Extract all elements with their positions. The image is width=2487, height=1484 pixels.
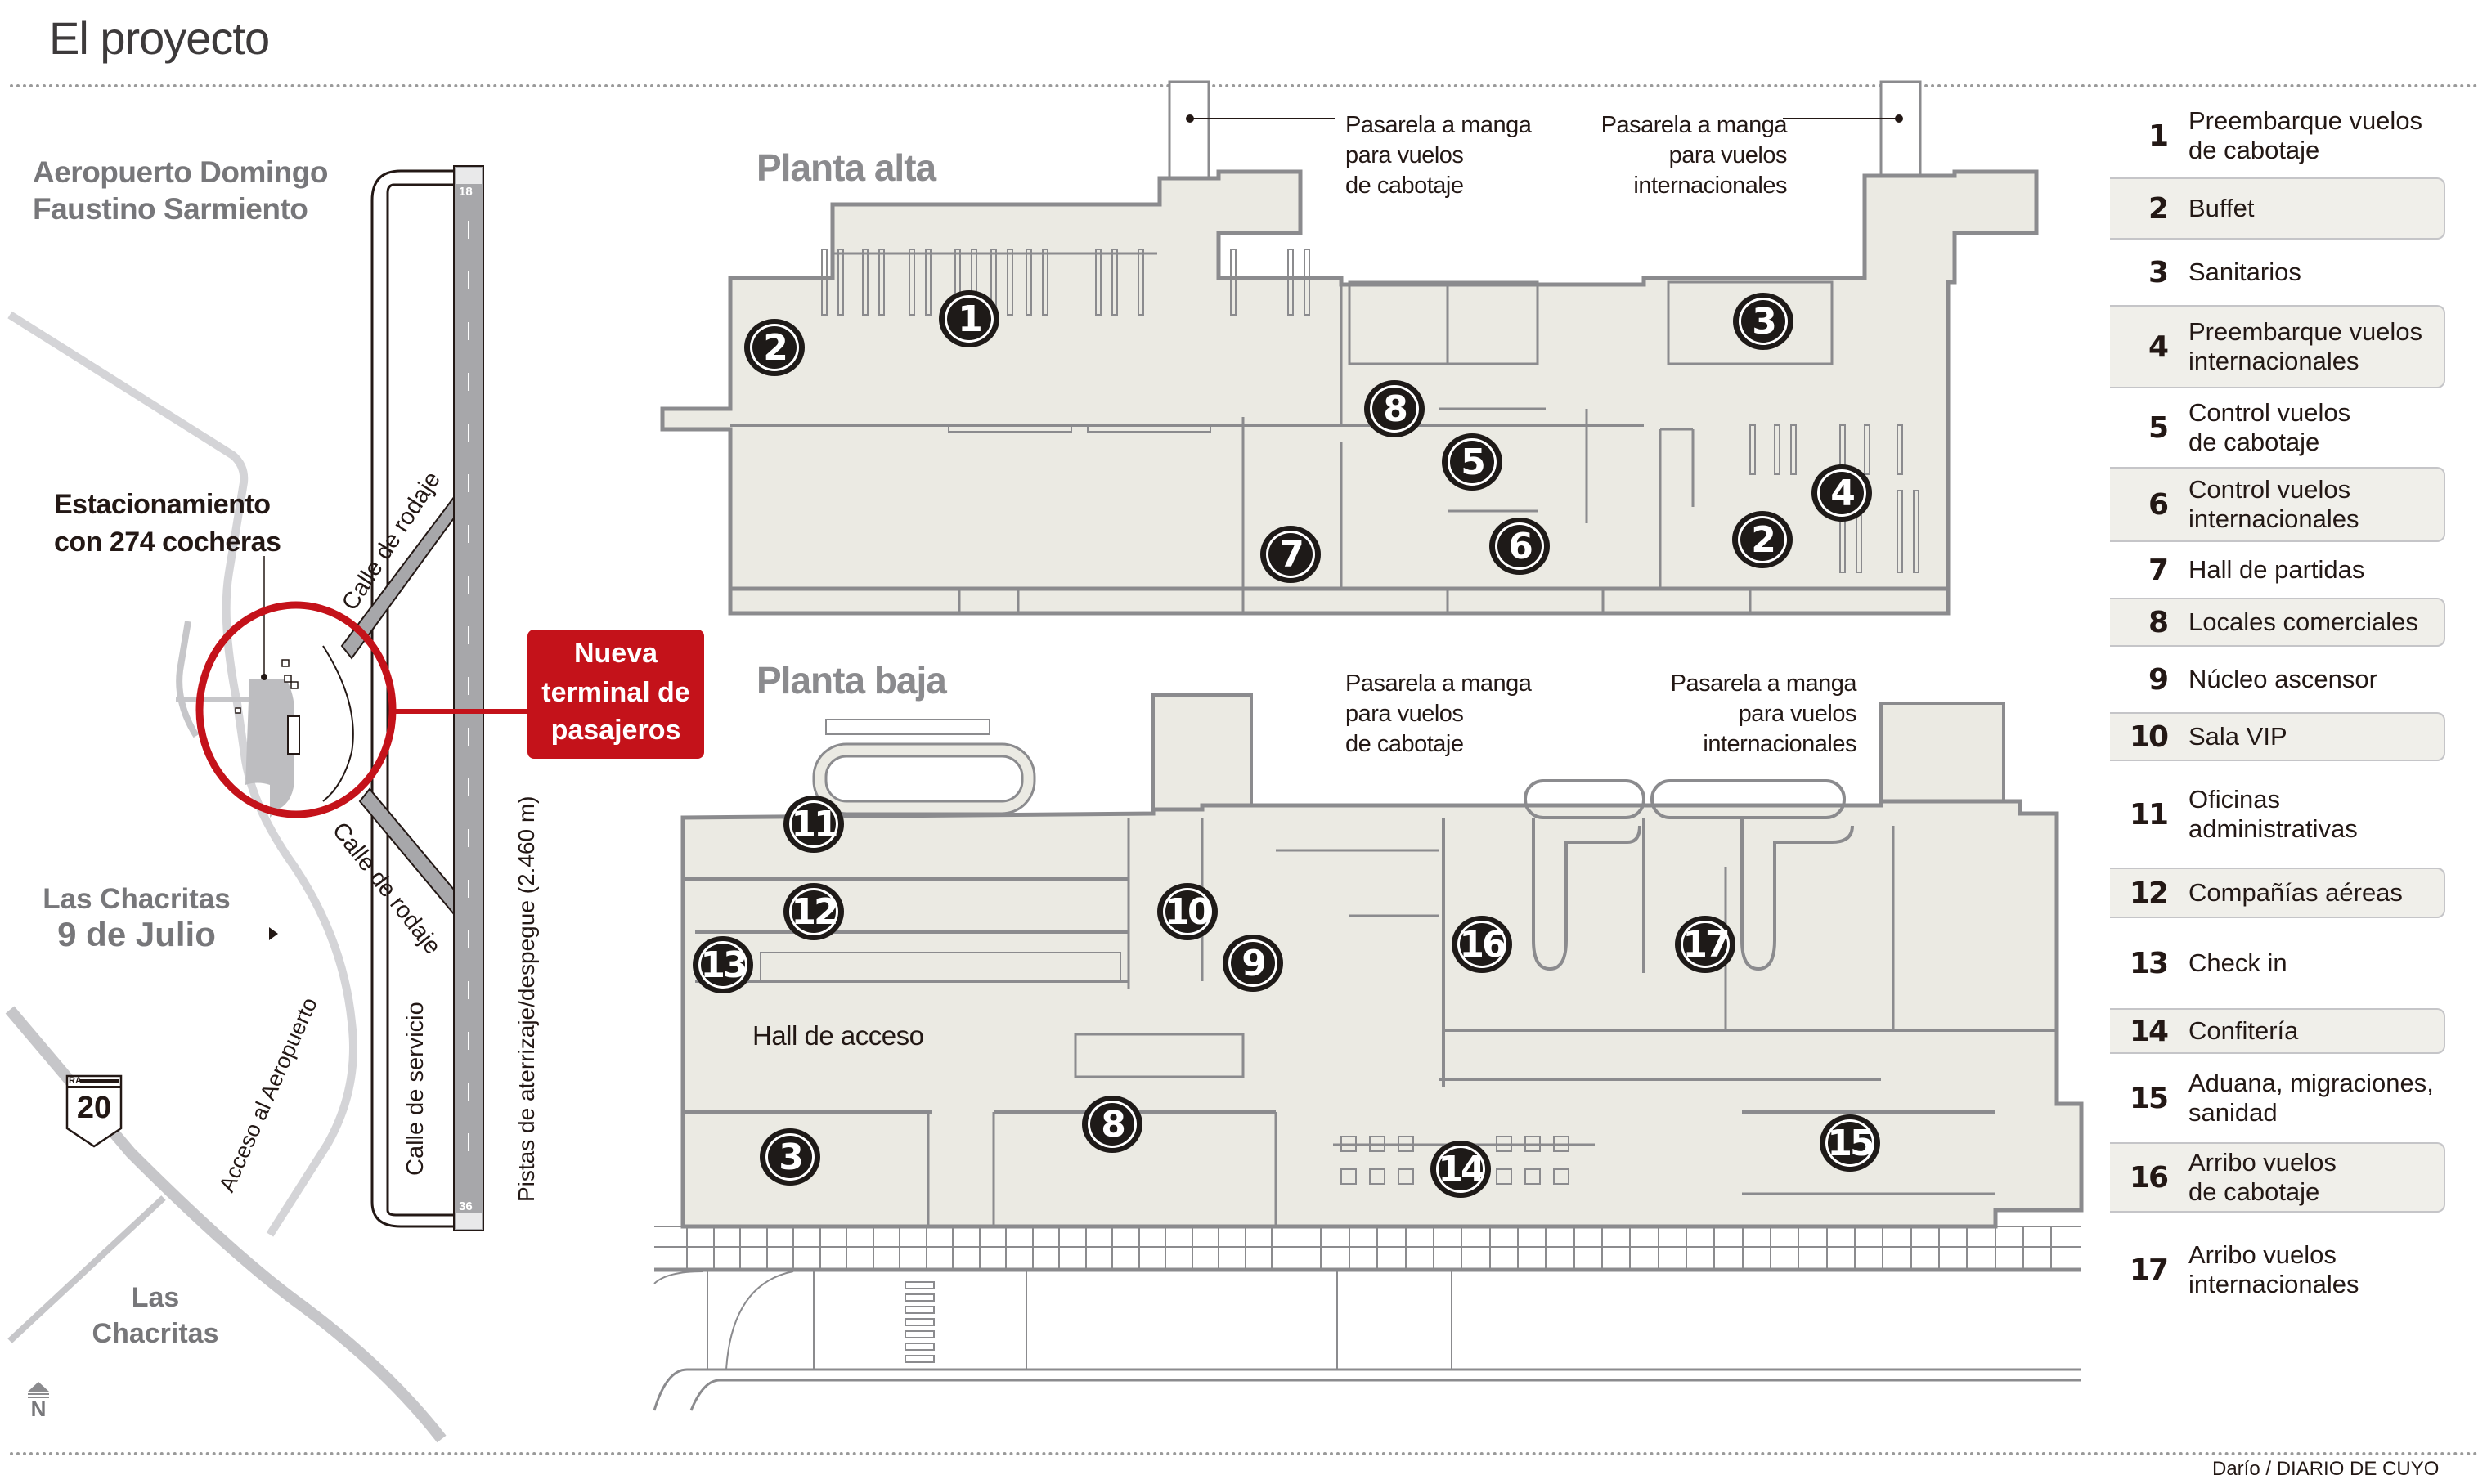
- forecourt: [653, 1226, 2081, 1411]
- marker-ground-9[interactable]: 9: [1223, 935, 1283, 992]
- marker-ground-8[interactable]: 8: [1082, 1096, 1142, 1153]
- upper-floor-title: Planta alta: [756, 146, 936, 189]
- ground-gate-note-domestic: Pasarela a manga para vuelos de cabotaje: [1345, 670, 1532, 757]
- upper-gate-note-international: Pasarela a manga para vuelos internacion…: [1600, 112, 1788, 199]
- jet-bridge-international-upper: [1879, 80, 1922, 190]
- map-building: [235, 707, 241, 714]
- ground-gate-note-international: Pasarela a manga para vuelos internacion…: [1670, 670, 1857, 757]
- legend-item-2: 2 Buffet: [2110, 177, 2445, 240]
- page-title: El proyecto: [49, 12, 270, 64]
- runway-threshold-south: [456, 1213, 482, 1229]
- secondary-road: [7, 1195, 166, 1343]
- marker-ground-15[interactable]: 15: [1820, 1114, 1880, 1172]
- legend-item-14: 14 Confitería: [2110, 1008, 2445, 1054]
- baggage-belt-17: [1740, 818, 1854, 971]
- access-road-curve: [7, 311, 357, 1237]
- terminal-building: [287, 715, 300, 755]
- marker-upper-5[interactable]: 5: [1442, 433, 1502, 491]
- map-building: [284, 675, 292, 683]
- baggage-tug: [825, 719, 990, 735]
- ground-jet-stub-domestic: [1151, 693, 1253, 811]
- new-terminal-callout: Nueva terminal de pasajeros: [527, 630, 704, 759]
- parking-label: Estacionamiento con 274 cocheras: [54, 489, 281, 558]
- parking-lot: [245, 679, 294, 818]
- marker-ground-3[interactable]: 3: [760, 1128, 820, 1186]
- ground-floor-plan: [680, 693, 2084, 1229]
- runway-heading-north: 18: [459, 185, 473, 199]
- marker-upper-8[interactable]: 8: [1364, 380, 1425, 437]
- credit: Darío / DIARIO DE CUYO: [2212, 1458, 2440, 1480]
- legend-item-12: 12 Compañías aéreas: [2110, 868, 2445, 918]
- hall-de-acceso-label: Hall de acceso: [752, 1020, 924, 1051]
- locality-las-chacritas: Las Chacritas: [92, 1282, 219, 1349]
- marker-upper-3[interactable]: 3: [1733, 293, 1793, 350]
- ground-floor-title: Planta baja: [756, 659, 947, 702]
- marker-ground-12[interactable]: 12: [783, 883, 844, 940]
- map-building: [290, 681, 299, 689]
- service-road-inner: [386, 183, 462, 1217]
- locality-las-chacritas-9-de-julio: Las Chacritas 9 de Julio: [43, 883, 231, 953]
- runway-threshold-north: [456, 168, 482, 184]
- airport-name: Aeropuerto Domingo Faustino Sarmiento: [33, 155, 328, 226]
- marker-ground-17[interactable]: 17: [1675, 916, 1735, 973]
- north-arrow-icon: N: [28, 1382, 49, 1421]
- legend-item-13: 13 Check in: [2129, 946, 2287, 980]
- floor-plans: [653, 80, 2084, 1411]
- route-number: 20: [76, 1091, 112, 1125]
- upper-gate-leaders: [1186, 114, 1903, 123]
- marker-ground-11[interactable]: 11: [783, 796, 844, 853]
- baggage-belt-16: [1532, 818, 1641, 971]
- runway-heading-south: 36: [459, 1199, 473, 1213]
- marker-upper-1[interactable]: 1: [939, 290, 999, 347]
- upper-floor-plan: [660, 80, 2039, 616]
- route-20-road: [5, 1006, 447, 1443]
- legend-item-15: 15 Aduana, migraciones,sanidad: [2129, 1069, 2434, 1127]
- route-prefix: RA: [69, 1076, 82, 1086]
- parking-leader-dot: [261, 674, 267, 680]
- apron-edge: [322, 645, 354, 802]
- legend-item-9: 9 Núcleo ascensor: [2148, 662, 2377, 697]
- check-in-counters: [760, 952, 1121, 982]
- confiteria-tables: [1340, 1136, 1569, 1185]
- marker-upper-2[interactable]: 2: [744, 319, 805, 376]
- marker-upper-4[interactable]: 4: [1811, 464, 1872, 522]
- marker-ground-14[interactable]: 14: [1430, 1141, 1491, 1198]
- crosswalk: [905, 1281, 935, 1363]
- marker-upper-7[interactable]: 7: [1260, 526, 1321, 583]
- marker-upper-6[interactable]: 6: [1489, 518, 1550, 575]
- escalators: [1074, 1033, 1245, 1078]
- ground-floor-outline: [680, 799, 2084, 1229]
- legend-item-8: 8 Locales comerciales: [2110, 598, 2445, 647]
- legend-item-10: 10 Sala VIP: [2110, 712, 2445, 761]
- route-20-shield-icon: RA 20: [65, 1074, 123, 1148]
- map-building: [281, 659, 290, 667]
- runway: [453, 165, 484, 1231]
- bottom-divider: [10, 1452, 2480, 1455]
- upper-gate-note-domestic: Pasarela a manga para vuelos de cabotaje: [1345, 112, 1532, 199]
- marker-ground-16[interactable]: 16: [1452, 916, 1512, 973]
- legend-item-7: 7 Hall de partidas: [2148, 553, 2365, 587]
- site-map: [5, 165, 527, 1443]
- top-divider: [10, 84, 2480, 87]
- service-road-outer: [370, 169, 462, 1228]
- ground-jet-stub-international: [1879, 702, 2005, 803]
- upper-floor-outline: [660, 169, 2039, 616]
- marker-ground-13[interactable]: 13: [693, 936, 753, 993]
- legend-item-3: 3 Sanitarios: [2148, 255, 2301, 289]
- marker-upper-2b[interactable]: 2: [1732, 511, 1793, 568]
- compass-label: N: [30, 1397, 47, 1421]
- access-road-arrow-icon: [269, 927, 278, 940]
- marker-ground-10[interactable]: 10: [1157, 883, 1218, 940]
- jet-bridge-domestic-upper: [1168, 80, 1210, 190]
